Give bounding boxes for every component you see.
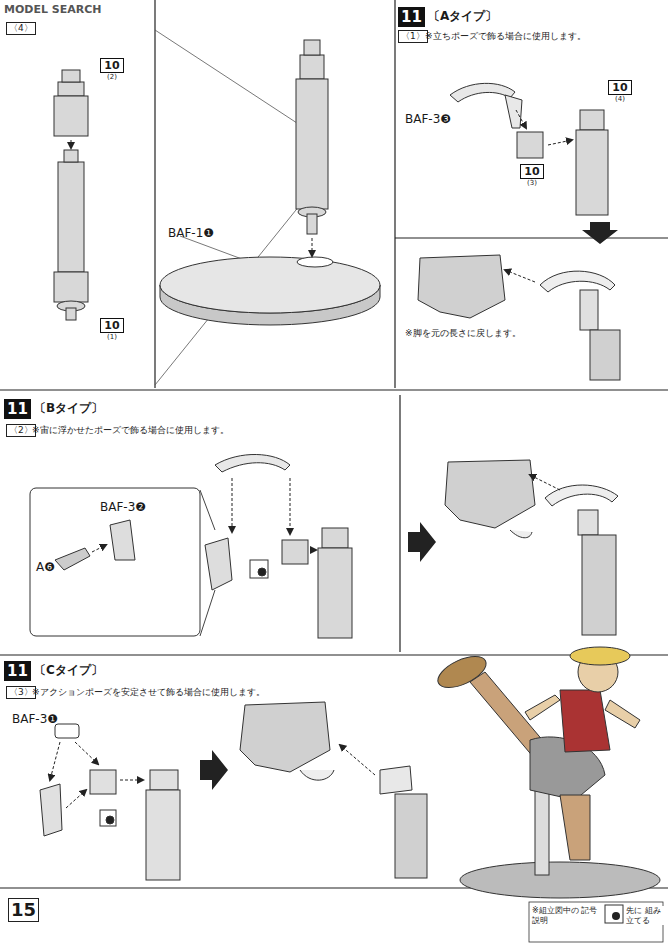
- boxed-label: 〈4〉: [6, 22, 36, 35]
- note-label: ※立ちポーズで飾る場合に使用します。: [425, 31, 586, 42]
- callout-number: 10: [520, 164, 544, 179]
- part-callout: 10(2): [100, 58, 124, 82]
- step-heading: 11〔Aタイプ〕: [398, 6, 497, 27]
- part-callout: 10(3): [520, 164, 544, 188]
- part-callout: 10(4): [608, 80, 632, 104]
- boxed-label: 〈3〉: [6, 686, 36, 699]
- note-label: ※宙に浮かせたポーズで飾る場合に使用します。: [32, 425, 229, 436]
- note-label: ※組立図中の 記号説明: [532, 906, 598, 925]
- callout-number: 10: [100, 58, 124, 73]
- step-number: 11: [4, 661, 31, 681]
- part-callout: 10(1): [100, 318, 124, 342]
- note-label: BAF-1❶: [168, 226, 214, 240]
- step-number: 11: [398, 7, 425, 27]
- step-type: 〔Bタイプ〕: [34, 400, 103, 417]
- step-number: 11: [4, 399, 31, 419]
- callout-sub: (4): [608, 95, 632, 104]
- page-number: 15: [8, 898, 39, 922]
- note-label: BAF-3❸: [405, 112, 451, 126]
- callout-sub: (2): [100, 73, 124, 82]
- callout-sub: (3): [520, 179, 544, 188]
- boxed-label: 〈2〉: [6, 424, 36, 437]
- callout-sub: (1): [100, 333, 124, 342]
- callout-number: 10: [608, 80, 632, 95]
- callout-number: 10: [100, 318, 124, 333]
- note-label: 先に 組み立てる: [626, 906, 664, 925]
- step-type: 〔Cタイプ〕: [34, 662, 103, 679]
- step-heading: 11〔Cタイプ〕: [4, 660, 103, 681]
- note-label: A❻: [36, 560, 55, 574]
- note-label: BAF-3❷: [100, 500, 146, 514]
- note-label: ※アクションポーズを安定させて飾る場合に使用します。: [32, 687, 265, 698]
- watermark: MODEL SEARCH: [4, 3, 101, 16]
- boxed-label: 〈1〉: [398, 30, 428, 43]
- note-label: BAF-3❶: [12, 712, 58, 726]
- note-label: ※脚を元の長さに戻します。: [405, 328, 521, 339]
- step-type: 〔Aタイプ〕: [428, 8, 497, 25]
- step-heading: 11〔Bタイプ〕: [4, 398, 103, 419]
